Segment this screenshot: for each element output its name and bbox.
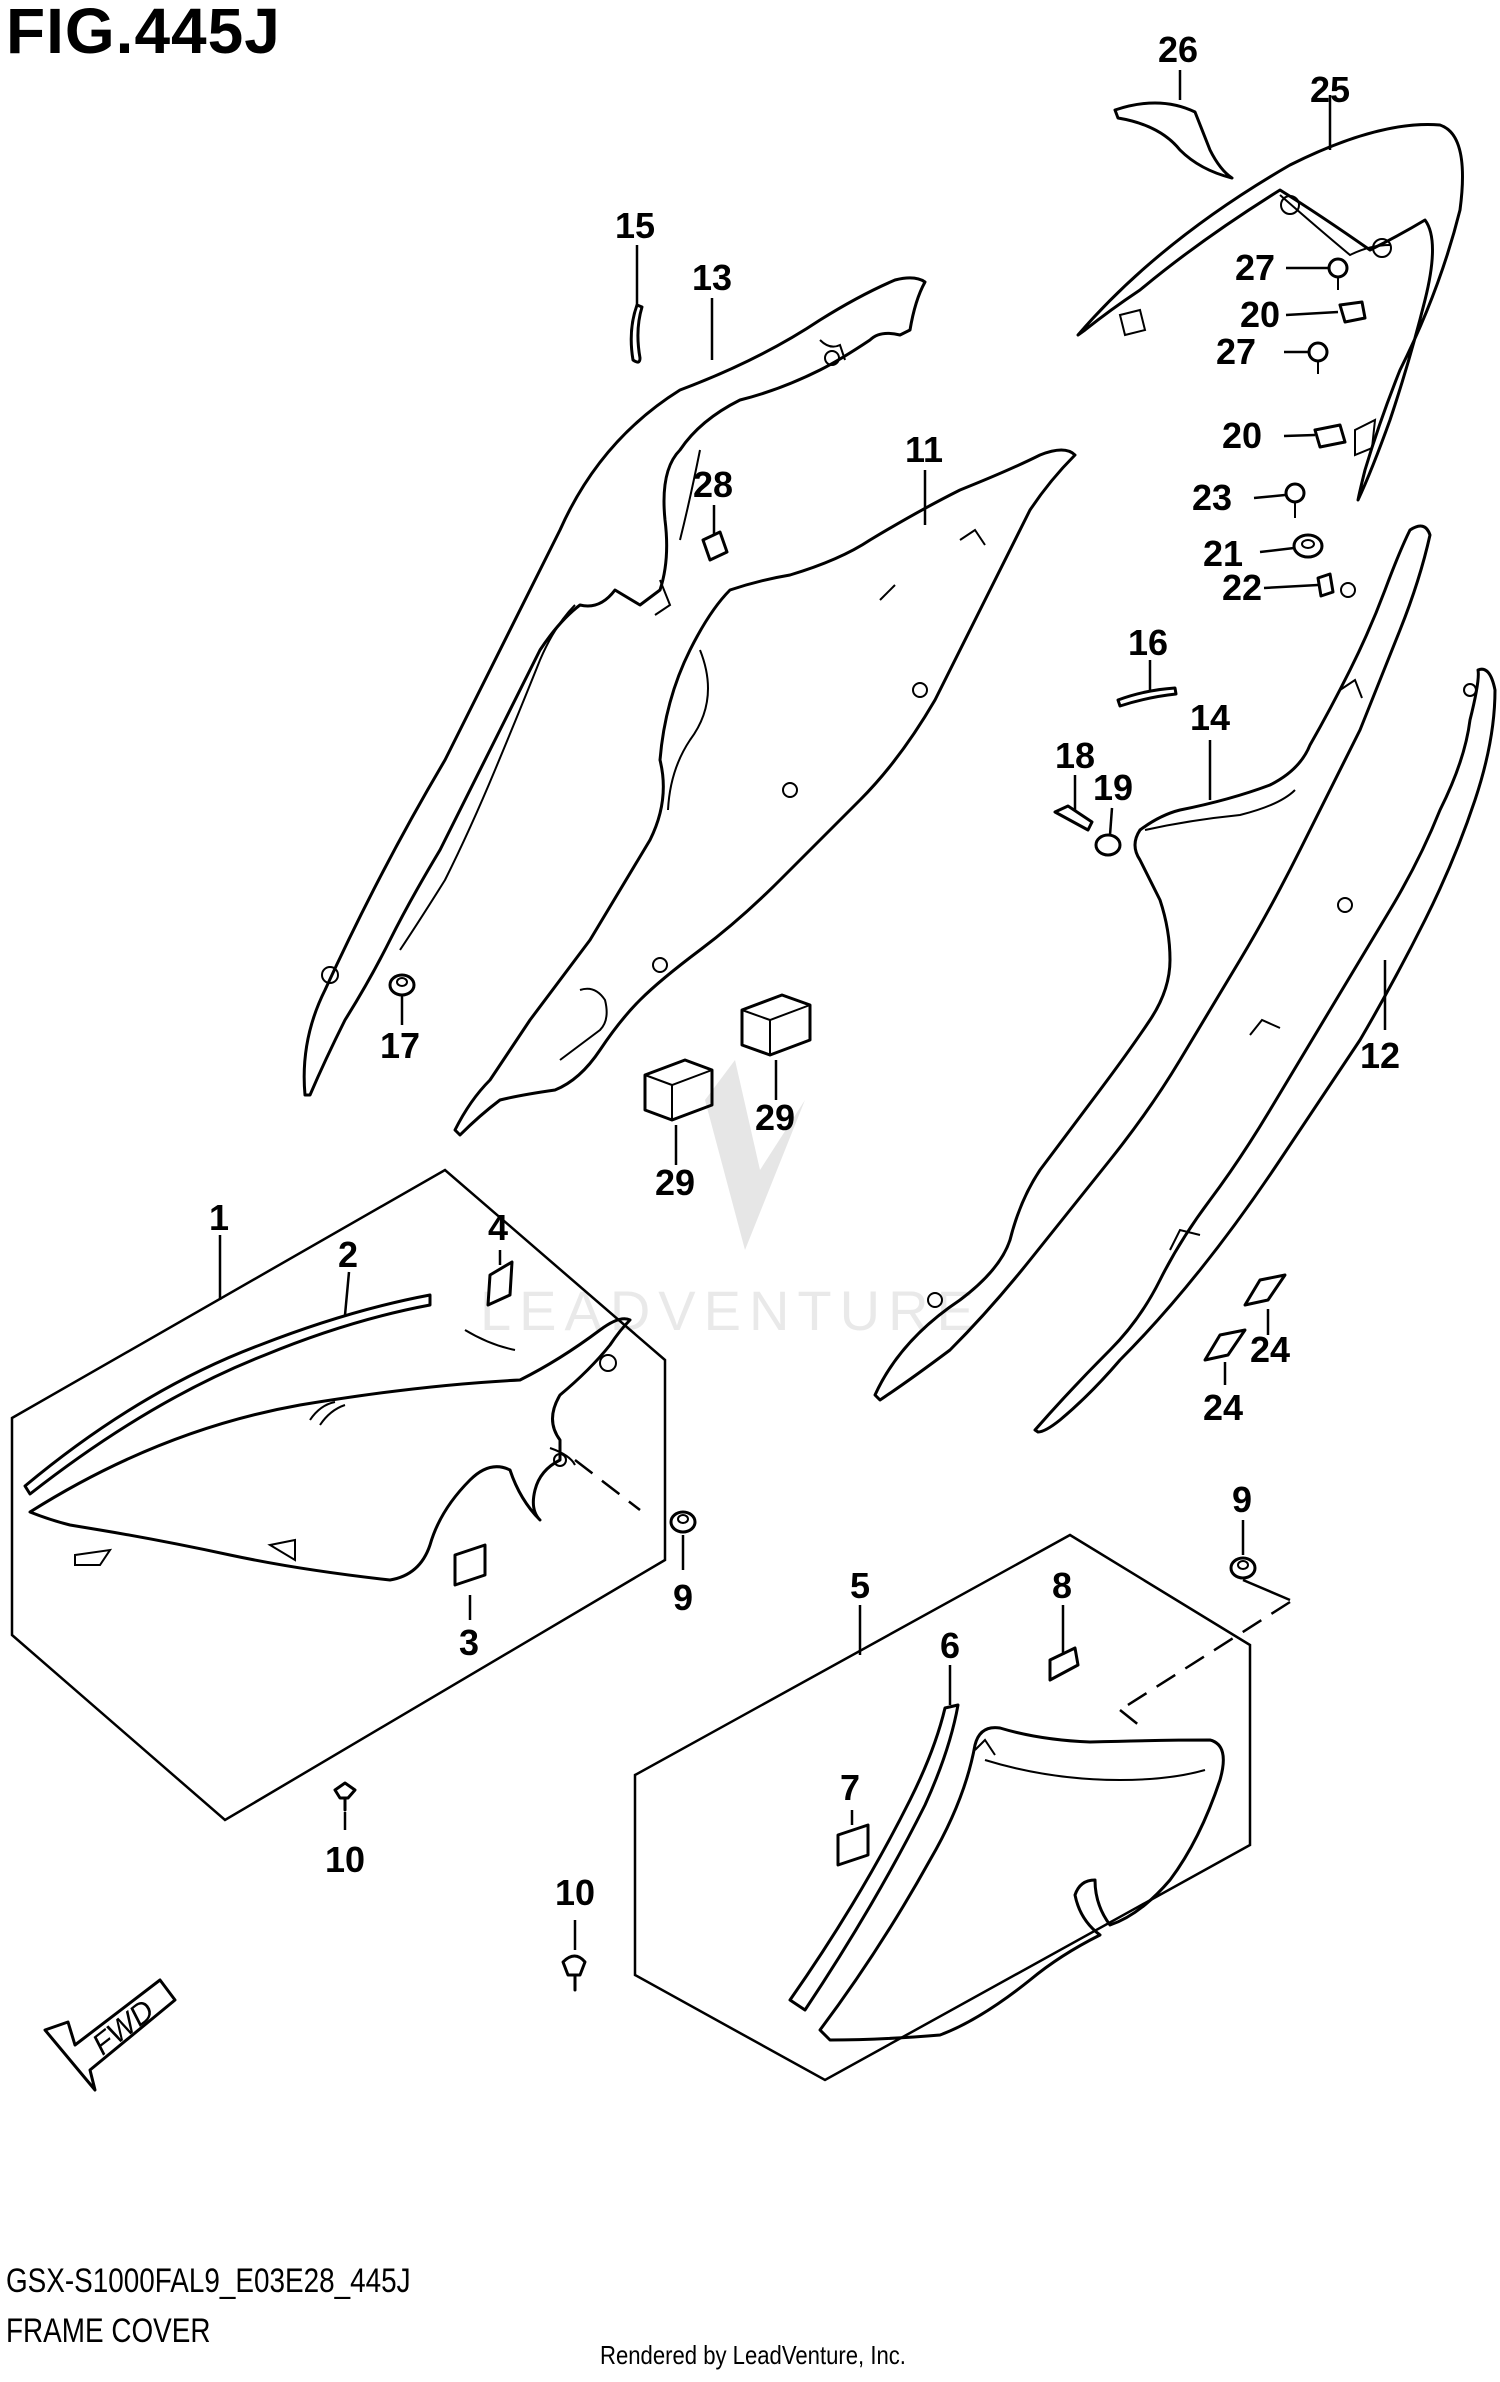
part-28-clip	[701, 530, 729, 562]
callout-19: 19	[1093, 767, 1133, 808]
callout-29-right: 29	[755, 1097, 795, 1138]
callout-27-upper: 27	[1235, 247, 1275, 288]
callout-1: 1	[209, 1197, 229, 1238]
callout-20-lower: 20	[1222, 415, 1262, 456]
section-name: FRAME COVER	[6, 2312, 211, 2350]
part-5-frame-cover-right	[818, 1726, 1225, 2042]
part-13-side-cover-upper-left	[302, 276, 927, 1097]
callout-26: 26	[1158, 29, 1198, 70]
part-16-seal-strip	[1116, 686, 1178, 708]
callout-2: 2	[338, 1234, 358, 1275]
watermark-text: LEADVENTURE	[480, 1279, 982, 1342]
part-10-screws	[333, 1781, 587, 1992]
part-12-side-cover-lower-right	[1033, 667, 1497, 1434]
figure-title: FIG.445J	[6, 0, 281, 67]
part-1-frame-cover-left	[28, 1317, 632, 1582]
forward-direction-arrow: FWD	[43, 1978, 177, 2092]
part-18-19-screw	[1053, 804, 1122, 857]
part-6-molding-strip	[788, 1703, 960, 2012]
callout-6: 6	[940, 1625, 960, 1666]
part-7-8-labels	[836, 1646, 1080, 1867]
callout-10-left: 10	[325, 1839, 365, 1880]
part-25-tail-cowl	[1076, 123, 1464, 502]
part-9-grommets	[669, 1510, 1257, 1580]
callout-15: 15	[615, 205, 655, 246]
part-26-trim-piece	[1113, 101, 1234, 180]
callout-4: 4	[488, 1207, 508, 1248]
model-code: GSX-S1000FAL9_E03E28_445J	[6, 2262, 411, 2300]
callout-27-lower: 27	[1216, 331, 1256, 372]
callout-10-right: 10	[555, 1872, 595, 1913]
callout-14: 14	[1190, 697, 1230, 738]
leader-lines	[218, 70, 1387, 1950]
callout-7: 7	[840, 1767, 860, 1808]
callout-25: 25	[1310, 69, 1350, 110]
part-11-inner-cover	[453, 448, 1077, 1137]
callout-numbers: 1 2 4 3 9 10 10 5 6 7 8 9 24 24 12 14 16…	[209, 29, 1400, 1913]
callout-18: 18	[1055, 735, 1095, 776]
part-15-seal-strip	[629, 303, 644, 364]
callout-12: 12	[1360, 1035, 1400, 1076]
callout-16: 16	[1128, 622, 1168, 663]
part-29-cushion-blocks	[643, 993, 812, 1122]
render-credit: Rendered by LeadVenture, Inc.	[600, 2340, 906, 2370]
callout-22: 22	[1222, 567, 1262, 608]
callout-9-left: 9	[673, 1577, 693, 1618]
callout-29-left: 29	[655, 1162, 695, 1203]
callout-28: 28	[693, 464, 733, 505]
callout-24-upper: 24	[1250, 1329, 1290, 1370]
callout-5: 5	[850, 1565, 870, 1606]
callout-3: 3	[459, 1622, 479, 1663]
callout-17: 17	[380, 1025, 420, 1066]
part-17-grommet	[388, 973, 416, 997]
callout-9-right: 9	[1232, 1479, 1252, 1520]
callout-20-upper: 20	[1240, 294, 1280, 335]
fwd-label: FWD	[86, 1994, 160, 2062]
part-14-side-cover-right	[873, 524, 1432, 1402]
callout-21: 21	[1203, 533, 1243, 574]
callout-8: 8	[1052, 1565, 1072, 1606]
kit-box-1	[10, 1168, 667, 1822]
part-24-labels	[1203, 1273, 1287, 1362]
callout-23: 23	[1192, 477, 1232, 518]
callout-24-lower: 24	[1203, 1387, 1243, 1428]
callout-13: 13	[692, 257, 732, 298]
watermark: LEADVENTURE	[480, 1060, 982, 1342]
callout-11: 11	[905, 429, 943, 470]
part-2-molding-strip	[23, 1293, 432, 1496]
fastener-group	[1284, 257, 1367, 598]
part-3-4-labels	[453, 1260, 514, 1587]
kit-box-5	[633, 1533, 1252, 2082]
